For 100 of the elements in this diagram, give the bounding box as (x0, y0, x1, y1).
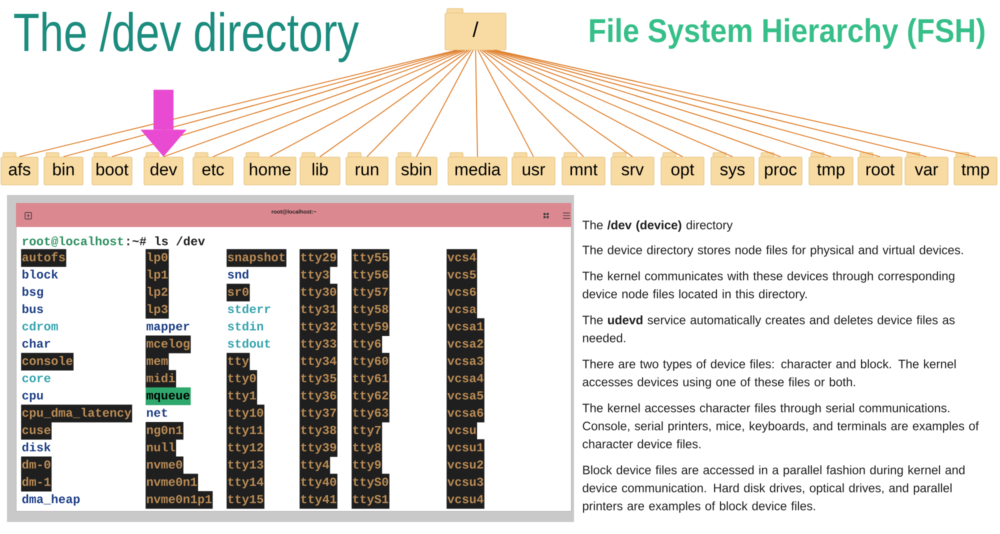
highlighted-file-name: tty38 (300, 422, 338, 440)
highlighted-file-name: tty3 (300, 266, 330, 284)
link-name: stderr (228, 304, 270, 314)
highlighted-file-name: tty6 (352, 336, 382, 354)
highlighted-file-name: tty36 (300, 387, 338, 406)
highlighted-file-name: tty13 (226, 456, 264, 474)
folder: lib (300, 152, 340, 186)
highlighted-file-name: dm-0 (21, 456, 52, 474)
highlighted-file-name: tty0 (226, 370, 258, 388)
paragraph: The kernel communicates with these devices through corresponding device node files located in this directory. (582, 271, 954, 301)
highlighted-file-name: tty63 (352, 404, 390, 422)
heading: File System Hierarchy (FSH) (590, 18, 984, 49)
highlighted-file-name: tty30 (300, 284, 338, 302)
link-name: core (22, 376, 50, 382)
highlighted-file-name: console (21, 352, 74, 371)
pointer-arrow (140, 90, 186, 157)
highlighted-file-name: tty4 (300, 456, 330, 474)
folder: / (444, 8, 506, 50)
directory-name: cpu (22, 392, 43, 402)
highlighted-file-name: tty11 (226, 422, 264, 440)
highlighted-file-name: tty35 (300, 370, 338, 388)
highlighted-file-name: tty9 (352, 456, 382, 474)
highlighted-file-name: tty (226, 352, 250, 371)
highlighted-file-name: lp3 (146, 300, 169, 319)
subheading: The /dev (device) directory (582, 220, 733, 232)
highlighted-file-name: midi (146, 370, 176, 388)
directory-name: block (22, 270, 58, 279)
highlighted-file-name: tty39 (300, 439, 338, 457)
directory-name: disk (22, 442, 51, 452)
folder: etc (192, 152, 234, 186)
directory-name: mapper (146, 324, 190, 333)
highlighted-file-name: ttyS1 (352, 491, 390, 509)
paragraph: The kernel accesses character files through serial communications. Console, serial printers, mice, keyboards, and terminals are examples of character device files. (582, 403, 979, 448)
paragraph: The udevd service automatically creates and deletes device files as needed. (582, 315, 955, 342)
highlighted-file-name: cuse (21, 422, 52, 440)
highlighted-file-name: ng0n1 (146, 422, 184, 440)
folder: bin (44, 152, 84, 186)
folder: tmp (808, 152, 854, 186)
directory-name: dma_heap (22, 494, 80, 506)
folder: dev (144, 152, 184, 186)
highlighted-file-name: mem (146, 352, 169, 371)
folder: home (244, 152, 296, 186)
shell-prompt: root@localhost (22, 236, 124, 247)
folder: srv (610, 152, 654, 186)
connector-line (366, 50, 472, 158)
link-name: cdrom (22, 321, 58, 330)
highlighted-file-name: tty59 (352, 318, 390, 336)
title: The /dev directory (14, 12, 359, 62)
highlighted-file-name: vcsu4 (446, 491, 484, 509)
highlighted-file-name: vcsa (446, 300, 478, 319)
connector-line (475, 50, 478, 158)
paragraph: Block device files are accessed in a parallel fashion during kernel and device communication. Hard disk drives, optical drives, and parallel printers are examples of block device files. (582, 465, 964, 513)
highlighted-file-name: vcsu1 (446, 439, 484, 457)
highlighted-file-name: tty31 (300, 300, 338, 319)
highlighted-file-name: tty29 (300, 249, 338, 267)
highlighted-file-name: tty10 (226, 404, 264, 422)
highlighted-file-name: nvme0 (146, 456, 184, 474)
highlighted-file-name: vcsa4 (446, 370, 484, 388)
highlighted-file-name: tty14 (226, 474, 264, 492)
highlighted-file-name: mqueue (146, 387, 191, 406)
highlighted-file-name: lp0 (146, 249, 169, 267)
folder: opt (660, 152, 704, 186)
connector-line (482, 50, 633, 158)
highlighted-file-name: ttyS0 (352, 474, 390, 492)
connector-line (486, 50, 733, 158)
highlighted-file-name: nvme0n1 (146, 474, 198, 492)
folder: afs (0, 152, 38, 186)
highlighted-file-name: autofs (21, 249, 66, 267)
highlighted-file-name: tty57 (352, 284, 390, 302)
connector-line (320, 50, 470, 158)
directory-name: snd (228, 270, 248, 279)
highlighted-file-name: tty41 (300, 491, 338, 509)
link-name: stdout (228, 338, 270, 348)
highlighted-file-name: vcsa6 (446, 404, 484, 422)
highlighted-file-name: tty40 (300, 474, 338, 492)
highlighted-file-name: tty32 (300, 318, 338, 336)
highlighted-file-name: tty62 (352, 387, 390, 406)
folder: media (448, 152, 508, 186)
directory-name: bsg (22, 286, 43, 298)
highlighted-file-name: vcsu (446, 422, 478, 440)
highlighted-file-name: nvme0n1p1 (146, 491, 213, 509)
folder: proc (758, 152, 802, 186)
highlighted-file-name: vcsa3 (446, 352, 484, 371)
highlighted-file-name: vcsa5 (446, 387, 484, 406)
highlighted-file-name: tty61 (352, 370, 390, 388)
connector-line (477, 50, 534, 158)
highlighted-file-name: tty37 (300, 404, 338, 422)
highlighted-file-name: sr0 (226, 284, 250, 302)
highlighted-file-name: dm-1 (21, 474, 52, 492)
connector-line (212, 50, 465, 158)
highlighted-file-name: tty55 (352, 249, 390, 267)
highlighted-file-name: vcs5 (446, 266, 478, 284)
highlighted-file-name: vcsu3 (446, 474, 484, 492)
directory-name: bus (22, 304, 43, 314)
folder: usr (512, 152, 556, 186)
highlighted-file-name: snapshot (226, 249, 286, 267)
highlighted-file-name: tty58 (352, 300, 390, 319)
highlighted-file-name: vcs4 (446, 249, 478, 267)
connector-line (416, 50, 474, 158)
folder: var (904, 152, 948, 186)
